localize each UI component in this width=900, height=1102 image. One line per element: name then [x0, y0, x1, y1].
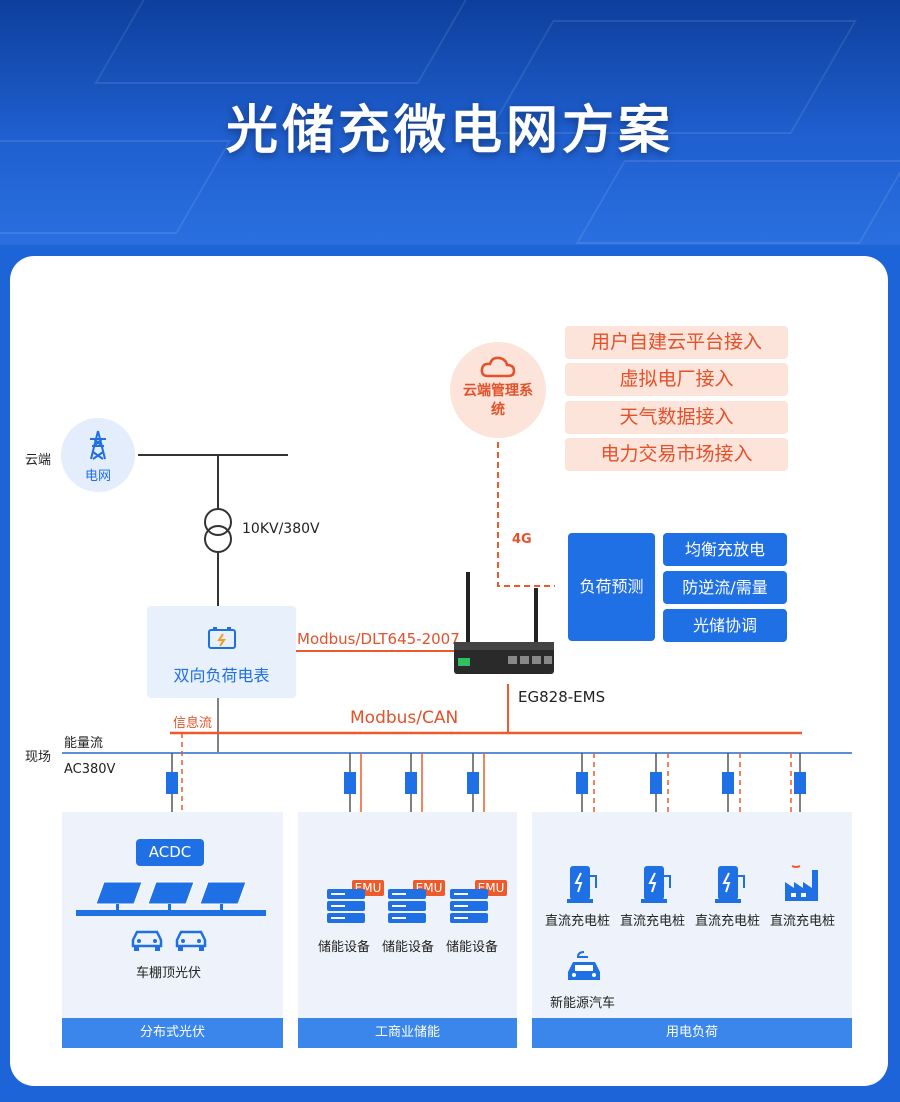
forecast-item-pv-storage: 光储协调 — [663, 609, 787, 642]
service-pill-power-market: 电力交易市场接入 — [565, 438, 788, 471]
dc-charging-pile-label: 直流充电桩 — [770, 914, 836, 929]
cloud-management-node: 云端管理系统 — [450, 342, 546, 438]
service-pill-virtual-plant: 虚拟电厂接入 — [565, 363, 788, 396]
factory-icon — [785, 865, 818, 901]
transformer-label: 10KV/380V — [242, 521, 320, 537]
zone-load-footer: 用电负荷 — [532, 1018, 852, 1048]
ev-label: 新能源汽车 — [550, 996, 616, 1011]
meter-icon — [208, 627, 236, 649]
meter-protocol-label: Modbus/DLT645-2007 — [297, 630, 460, 648]
storage-device-label: 储能设备 — [382, 940, 435, 955]
server-rack-icon — [450, 889, 488, 923]
service-pill-weather: 天气数据接入 — [565, 401, 788, 434]
voltage-label: AC380V — [64, 762, 116, 777]
deco-frame — [575, 160, 900, 244]
power-tower-icon — [90, 430, 106, 460]
cloud-region-label: 云端 — [25, 453, 52, 468]
cloud-management-label: 云端管理系统 — [463, 383, 533, 418]
zone-storage-footer: 工商业储能 — [298, 1018, 517, 1048]
acdc-box: ACDC — [136, 839, 204, 866]
charging-pile-icon — [715, 866, 745, 903]
deco-frame — [94, 0, 490, 84]
service-pill-cloud-platform: 用户自建云平台接入 — [565, 326, 788, 359]
diagram-card: 云端管理系统 用户自建云平台接入 虚拟电厂接入 天气数据接入 电力交易市场接入 … — [10, 256, 888, 1086]
bus-protocol-label: Modbus/CAN — [350, 708, 459, 728]
info-flow-label: 信息流 — [173, 716, 213, 731]
solar-panels-icon — [76, 881, 266, 916]
energy-flow-label: 能量流 — [64, 736, 104, 751]
car-icon — [175, 930, 207, 951]
forecast-item-balance: 均衡充放电 — [663, 533, 787, 566]
car-icon — [131, 930, 163, 951]
zone-load — [532, 812, 852, 1048]
server-rack-icon — [327, 889, 365, 923]
load-forecast-box: 负荷预测 — [568, 533, 655, 641]
storage-device-label: 储能设备 — [446, 940, 499, 955]
pv-caption: 车棚顶光伏 — [136, 966, 202, 981]
bidirectional-meter: 双向负荷电表 — [147, 606, 296, 698]
link-4g-label: 4G — [512, 532, 532, 547]
grid-node: 电网 — [61, 418, 135, 492]
dc-charging-pile-label: 直流充电桩 — [545, 914, 611, 929]
charging-pile-icon — [567, 866, 597, 903]
cloud-icon — [480, 356, 516, 378]
forecast-item-anti-backflow: 防逆流/需量 — [663, 571, 787, 604]
ev-car-icon — [568, 951, 600, 980]
dc-charging-pile-label: 直流充电桩 — [695, 914, 761, 929]
gateway-label: EG828-EMS — [518, 688, 606, 706]
page-title: 光储充微电网方案 — [225, 101, 674, 161]
site-label: 现场 — [25, 750, 52, 765]
zone-storage — [298, 812, 517, 1048]
server-rack-icon — [388, 889, 426, 923]
grid-label: 电网 — [84, 469, 111, 484]
meter-label: 双向负荷电表 — [173, 666, 270, 685]
charging-pile-icon — [641, 866, 671, 903]
hero-banner: 光储充微电网方案 — [0, 0, 900, 245]
dc-charging-pile-label: 直流充电桩 — [620, 914, 686, 929]
storage-device-label: 储能设备 — [318, 940, 371, 955]
gateway-device — [454, 572, 554, 674]
zone-pv-footer: 分布式光伏 — [62, 1018, 283, 1048]
